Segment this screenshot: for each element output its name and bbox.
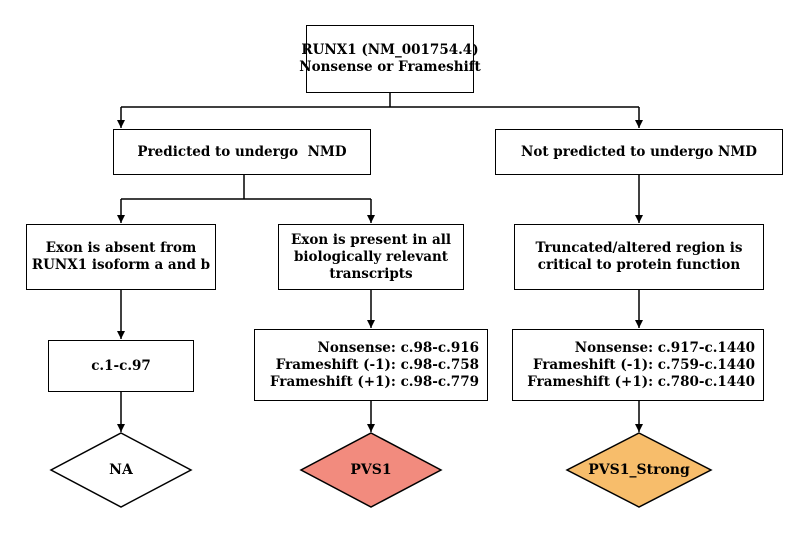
range-present-frameshift-minus: Frameshift (-1): c.98-c.758 xyxy=(275,356,479,373)
range-truncated-frameshift-minus: Frameshift (-1): c.759-c.1440 xyxy=(532,356,755,373)
nmd-not-predicted-box: Not predicted to undergo NMD xyxy=(495,129,783,175)
outcome-pvs1-diamond xyxy=(299,432,443,508)
exon-absent-line1: Exon is absent from xyxy=(45,240,197,256)
root-box: RUNX1 (NM_001754.4) Nonsense or Frameshi… xyxy=(299,25,481,93)
range-present-nonsense: Nonsense: c.98-c.916 xyxy=(317,339,479,356)
exon-present-line3: transcripts xyxy=(329,265,413,282)
exon-absent-box: Exon is absent from RUNX1 isoform a and … xyxy=(26,224,216,290)
outcome-pvs1-strong-label: PVS1_Strong xyxy=(588,462,690,478)
range-truncated-nonsense: Nonsense: c.917-c.1440 xyxy=(574,339,755,356)
exon-present-line1: Exon is present in all xyxy=(290,231,452,248)
nmd-predicted-box: Predicted to undergo NMD xyxy=(113,129,371,175)
truncated-line2: critical to protein function xyxy=(537,257,741,273)
range-absent-box: c.1-c.97 xyxy=(48,340,194,392)
outcome-pvs1-strong-diamond xyxy=(565,432,713,508)
exon-present-line2: biologically relevant xyxy=(293,248,449,265)
outcome-na-diamond xyxy=(49,432,193,508)
range-truncated-box: Nonsense: c.917-c.1440 Frameshift (-1): … xyxy=(512,329,764,401)
outcome-pvs1-label: PVS1 xyxy=(350,462,392,478)
root-subtitle: Nonsense or Frameshift xyxy=(299,59,481,75)
truncated-line1: Truncated/altered region is xyxy=(535,240,743,256)
range-present-box: Nonsense: c.98-c.916 Frameshift (-1): c.… xyxy=(254,329,488,401)
outcome-na-label: NA xyxy=(109,462,133,478)
exon-absent-line2: RUNX1 isoform a and b xyxy=(31,257,211,273)
truncated-region-box: Truncated/altered region is critical to … xyxy=(514,224,764,290)
range-truncated-frameshift-plus: Frameshift (+1): c.780-c.1440 xyxy=(527,373,755,390)
range-present-frameshift-plus: Frameshift (+1): c.98-c.779 xyxy=(270,373,479,390)
range-absent-text: c.1-c.97 xyxy=(91,357,151,374)
root-title: RUNX1 (NM_001754.4) xyxy=(301,42,479,58)
nmd-not-predicted-label: Not predicted to undergo NMD xyxy=(520,143,758,160)
nmd-predicted-label: Predicted to undergo NMD xyxy=(137,143,347,160)
exon-present-box: Exon is present in all biologically rele… xyxy=(278,224,464,290)
